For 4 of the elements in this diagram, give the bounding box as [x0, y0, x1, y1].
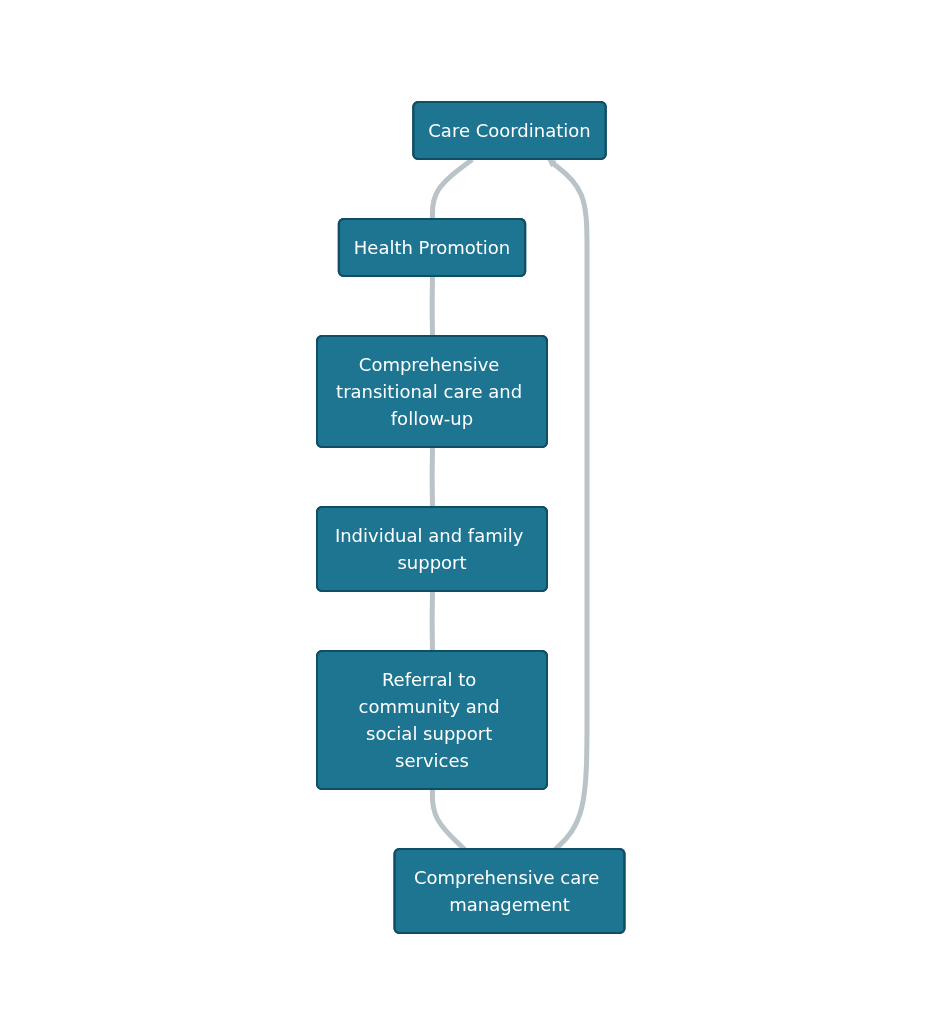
connector	[430, 157, 474, 220]
connector	[429, 275, 436, 337]
connector	[429, 446, 436, 508]
connector	[429, 590, 436, 652]
